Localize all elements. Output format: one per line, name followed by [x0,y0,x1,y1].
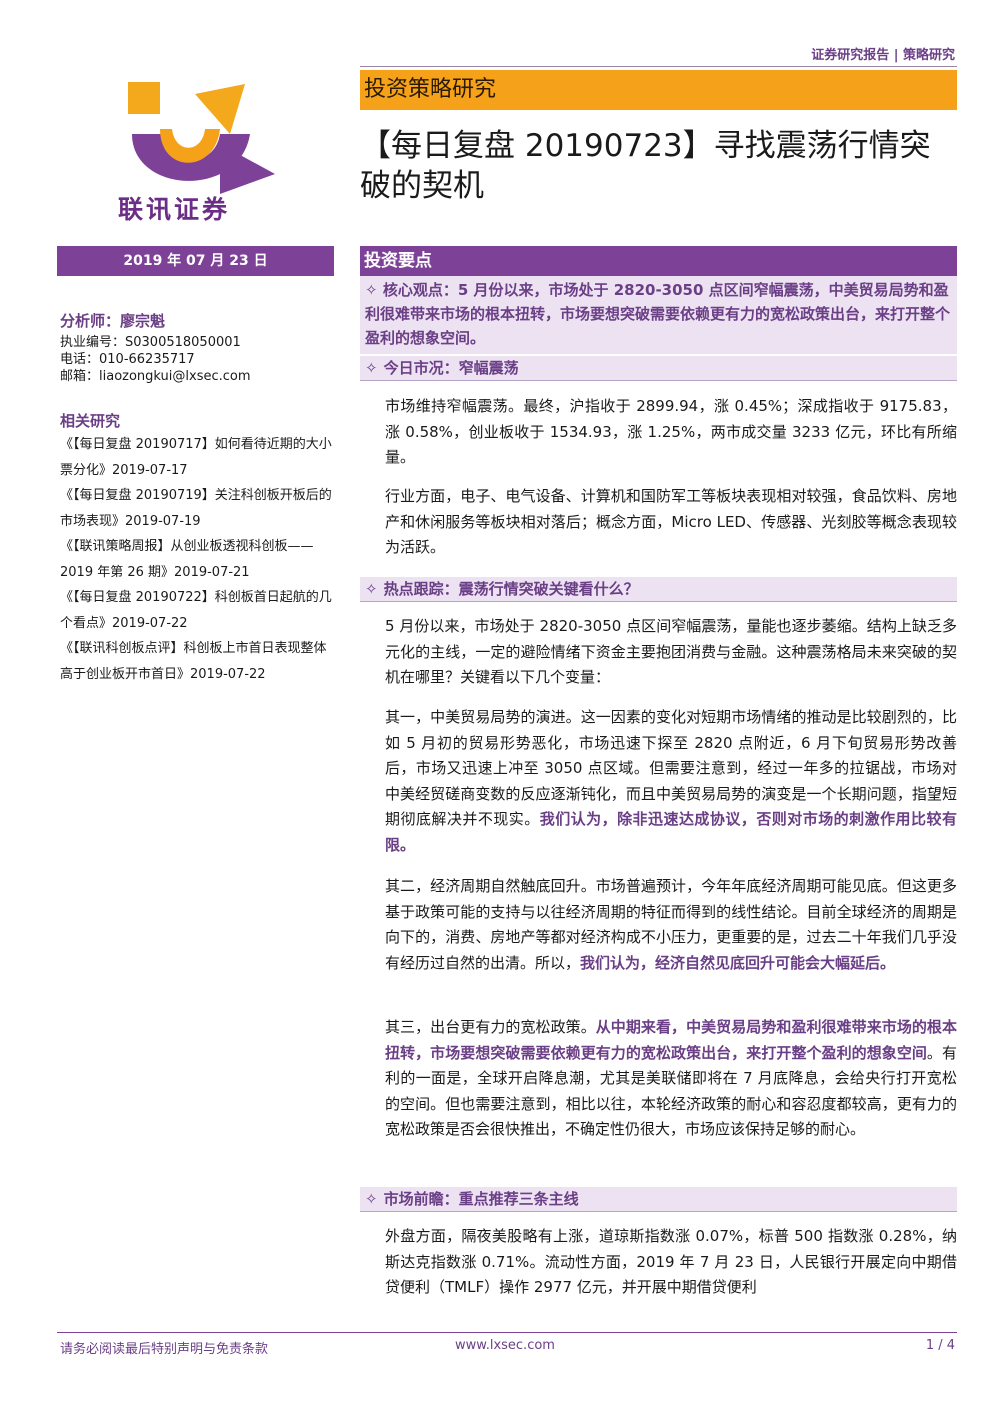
core-view-box [360,276,957,354]
footer-disclaimer[interactable]: 请务必阅读最后特别声明与免责条款 [60,1342,269,1357]
footer-divider [57,1332,957,1333]
today-heading-box [360,356,957,380]
today-market-heading-text: 今日市况：窄幅震荡 [383,359,519,377]
analyst-email[interactable]: 邮箱：liaozongkui@lxsec.com [60,369,251,384]
related-research-heading: 相关研究 [60,412,121,430]
diamond-bullet-icon: ✧ [365,281,378,299]
hot-paragraph-4: 其三，出台更有力的宽松政策。从中期来看，中美贸易局势和盈利很难带来市场的根本扭转… [385,1015,957,1143]
diamond-bullet-icon: ✧ [365,1190,378,1208]
report-title: 【每日复盘 20190723】寻找震荡行情突破的契机 [360,128,931,204]
report-date: 2019 年 07 月 23 日 [57,246,334,276]
heading-underline [360,1211,957,1212]
analyst-name: 分析师：廖宗魁 [60,312,166,330]
related-item[interactable]: 《【联讯策略周报】从创业板透视科创板——2019 年第 26 期》2019-07… [60,539,314,580]
hot-paragraph-3-text: 其二，经济周期自然触底回升。市场普遍预计，今年年底经济周期可能见底。但这更多基于… [385,877,957,972]
hot-paragraph-4-tail: 。有利的一面是，全球开启降息潮，尤其是美联储即将在 7 月底降息，会给央行打开宽… [385,1043,957,1139]
heading-underline [360,380,957,381]
related-item[interactable]: 《【联讯科创板点评】科创板上市首日表现整体高于创业板开市首日》2019-07-2… [60,641,327,682]
logo-wordmark: 联讯证券 [118,195,231,224]
today-paragraph-1: 市场维持窄幅震荡。最终，沪指收于 2899.94，涨 0.45%；深成指收于 9… [385,397,957,466]
heading-underline [360,601,957,602]
outlook-paragraph-1: 外盘方面，隔夜美股略有上涨，道琼斯指数涨 0.07%，标普 500 指数涨 0.… [385,1227,957,1296]
category-band: 投资策略研究 [360,70,957,110]
hot-heading-box [360,577,957,601]
company-logo [128,82,275,194]
hot-paragraph-2-text: 其一，中美贸易局势的演进。这一因素的变化对短期市场情绪的推动是比较剧烈的，比如 … [385,708,957,828]
hot-paragraph-2: 其一，中美贸易局势的演进。这一因素的变化对短期市场情绪的推动是比较剧烈的，比如 … [385,705,957,858]
hot-paragraph-3-highlight: 我们认为，经济自然见底回升可能会大幅延后。 [580,953,896,972]
outlook-heading-text: 市场前瞻：重点推荐三条主线 [383,1190,579,1208]
hot-paragraph-2-highlight: 我们认为，除非迅速达成协议，否则对市场的刺激作用比较有限。 [385,810,957,854]
outlook-heading: ✧ 市场前瞻：重点推荐三条主线 [365,1187,579,1211]
related-item[interactable]: 《【每日复盘 20190719】关注科创板开板后的市场表现》2019-07-19 [60,488,332,529]
footer-page-number: 1 / 4 [925,1338,955,1353]
footer-website[interactable]: www.lxsec.com [455,1338,555,1353]
analyst-license: 执业编号：S0300518050001 [60,335,241,350]
core-view-text: 5 月份以来，市场处于 2820-3050 点区间窄幅震荡，中美贸易局势和盈利很… [365,281,951,347]
hot-paragraph-1: 5 月份以来，市场处于 2820-3050 点区间窄幅震荡，量能也逐步萎缩。结构… [385,617,957,686]
header-divider [360,66,957,67]
related-item[interactable]: 《【每日复盘 20190722】科创板首日起航的几个看点》2019-07-22 [60,590,332,631]
related-research-list: 《【每日复盘 20190717】如何看待近期的大小票分化》2019-07-17 … [60,432,335,687]
related-item[interactable]: 《【每日复盘 20190717】如何看待近期的大小票分化》2019-07-17 [60,437,332,478]
diamond-bullet-icon: ✧ [365,580,378,598]
hot-topic-heading-text: 热点跟踪：震荡行情突破关键看什么？ [383,580,639,598]
hot-topic-heading: ✧ 热点跟踪：震荡行情突破关键看什么？ [365,577,639,601]
outlook-heading-box [360,1187,957,1211]
report-type-tag: 证券研究报告 | 策略研究 [811,48,955,63]
today-paragraph-2: 行业方面，电子、电气设备、计算机和国防军工等板块表现相对较强，食品饮料、房地产和… [385,487,957,556]
hot-paragraph-3: 其二，经济周期自然触底回升。市场普遍预计，今年年底经济周期可能见底。但这更多基于… [385,874,957,976]
diamond-bullet-icon: ✧ [365,359,378,377]
analyst-phone: 电话：010-66235717 [60,352,195,367]
today-market-heading: ✧ 今日市况：窄幅震荡 [365,356,519,380]
core-view: ✧ 核心观点：5 月份以来，市场处于 2820-3050 点区间窄幅震荡，中美贸… [365,278,957,350]
hot-paragraph-4-highlight: 从中期来看，中美贸易局势和盈利很难带来市场的根本扭转，市场要想突破需要依赖更有力… [385,1018,957,1062]
section-title-investment-highlights: 投资要点 [360,246,957,276]
core-view-label: 核心观点： [382,281,458,299]
hot-paragraph-4-text: 其三，出台更有力的宽松政策。 [385,1018,596,1036]
